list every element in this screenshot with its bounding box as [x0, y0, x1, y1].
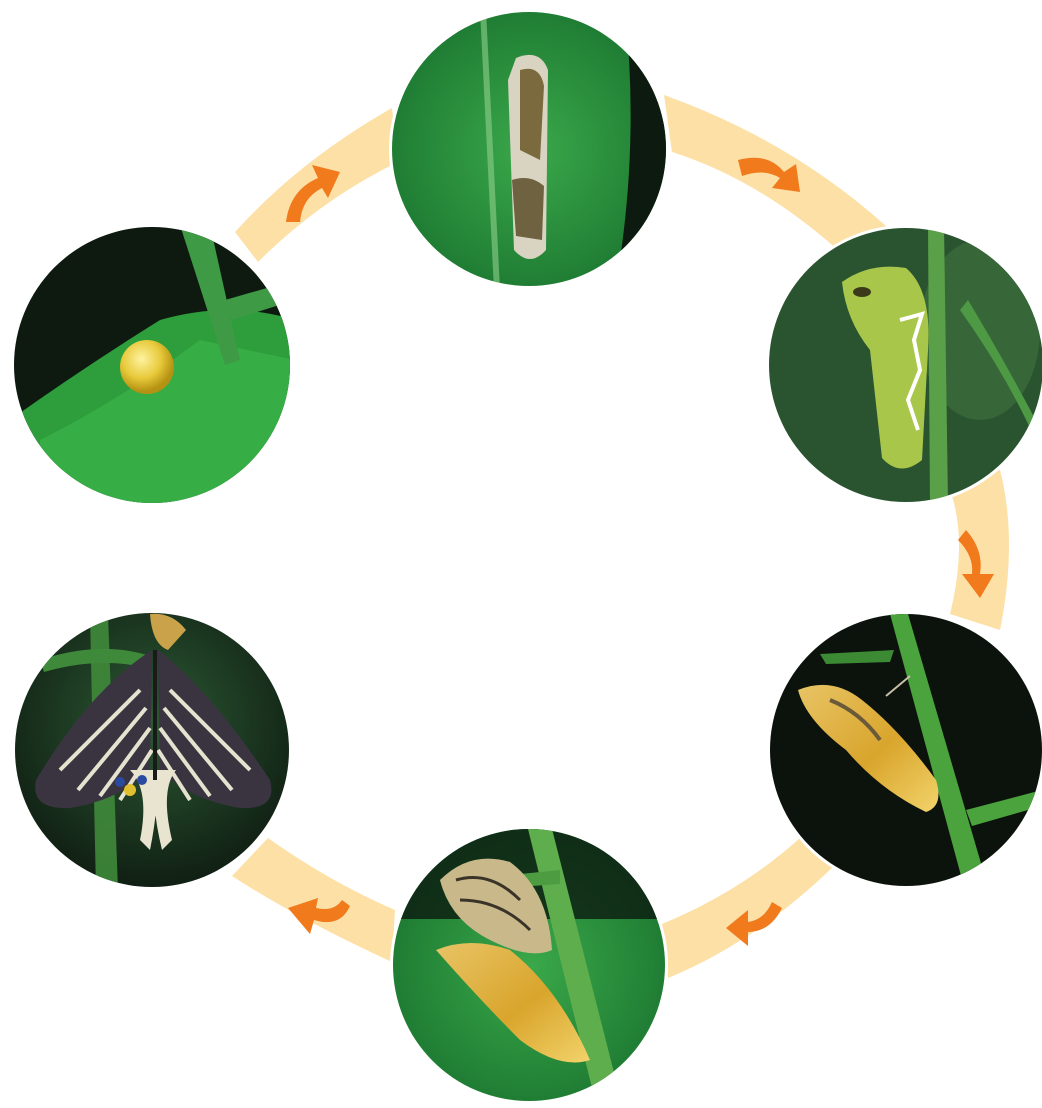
mature-larva-stage-photo: [766, 225, 1042, 505]
ring-segment-pupa-to-emerging: [662, 838, 840, 978]
emerging-adult-stage-photo: [390, 826, 668, 1104]
egg-icon: [120, 340, 174, 394]
egg-stage-photo: [10, 224, 295, 510]
young-larva-stage-photo: [389, 9, 670, 290]
adult-butterfly-stage-photo: [12, 610, 292, 890]
